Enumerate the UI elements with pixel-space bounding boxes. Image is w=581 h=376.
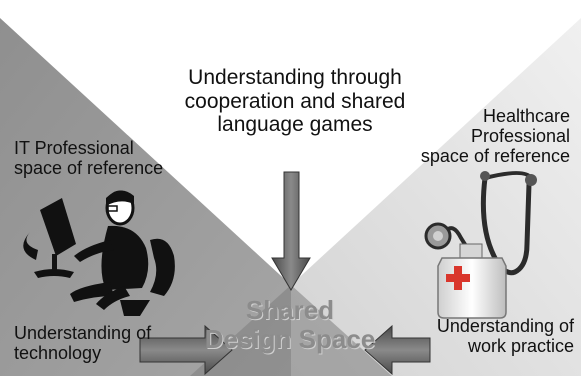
it-space-line-1: IT Professional bbox=[14, 138, 134, 158]
down-arrow-icon bbox=[271, 171, 311, 291]
stethoscope-and-medicine-bottle-icon bbox=[424, 171, 537, 319]
shared-design-region bbox=[190, 285, 392, 376]
center-cooperation-label: Understanding through cooperation and sh… bbox=[150, 66, 440, 137]
work-practice-line-1: Understanding of bbox=[436, 316, 574, 336]
center-text-line-2: cooperation and shared bbox=[184, 89, 406, 113]
shared-line-1: Shared bbox=[245, 295, 335, 325]
technology-understanding-label: Understanding of technology bbox=[14, 323, 214, 363]
left-arrow-icon bbox=[364, 324, 431, 376]
person-at-computer-icon bbox=[23, 190, 175, 316]
shared-design-space-label: Shared Design Space bbox=[190, 295, 390, 355]
healthcare-space-line-1: Healthcare bbox=[482, 106, 570, 126]
healthcare-space-line-3: space of reference bbox=[420, 146, 570, 167]
it-space-region bbox=[0, 18, 291, 376]
center-text-line-1: Understanding through bbox=[188, 66, 402, 89]
shared-line-2: Design Space bbox=[204, 324, 376, 355]
right-arrow-icon bbox=[139, 324, 233, 376]
it-space-line-2: space of reference bbox=[14, 158, 164, 179]
technology-line-1: Understanding of bbox=[14, 323, 152, 343]
work-practice-line-2: work practice bbox=[467, 336, 574, 357]
healthcare-space-label: Healthcare Professional space of referen… bbox=[400, 106, 570, 166]
technology-line-2: technology bbox=[14, 343, 102, 364]
center-text-line-3: language games bbox=[217, 113, 373, 137]
it-space-label: IT Professional space of reference bbox=[14, 138, 244, 178]
healthcare-space-region bbox=[291, 18, 581, 376]
work-practice-understanding-label: Understanding of work practice bbox=[400, 316, 574, 356]
healthcare-space-line-2: Professional bbox=[470, 126, 570, 147]
